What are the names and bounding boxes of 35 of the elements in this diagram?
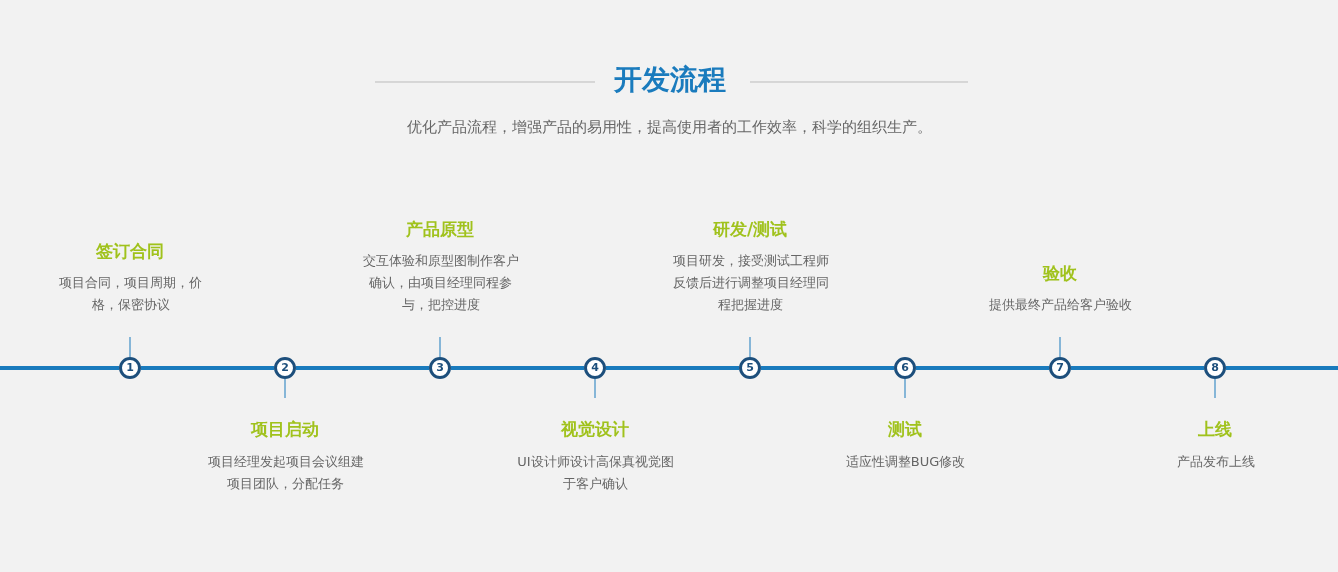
timeline-line [141,366,274,370]
timeline-line [761,366,894,370]
step-description: 交互体验和原型图制作客户确认，由项目经理同程参与，把控进度 [361,252,520,314]
step-description: 适应性调整BUG修改 [844,453,967,471]
step-description: 项目合同，项目周期，价格，保密协议 [58,274,203,314]
timeline-line [916,366,1049,370]
timeline-line [451,366,584,370]
timeline-line [0,366,119,370]
step-number-circle: 4 [584,357,606,379]
step-description: 提供最终产品给客户验收 [988,296,1133,314]
step-title: 上线 [1197,418,1233,441]
step-title: 验收 [1041,262,1078,285]
step-number-circle: 6 [894,357,916,379]
subtitle: 优化产品流程，增强产品的易用性，提高使用者的工作效率，科学的组织生产。 [405,118,933,137]
timeline-line [606,366,739,370]
step-number-circle: 5 [739,357,761,379]
step-number-circle: 3 [429,357,451,379]
step-number-circle: 8 [1204,357,1226,379]
step-title: 视觉设计 [560,418,630,441]
step-title: 研发/测试 [711,218,789,241]
step-title: 产品原型 [405,218,475,241]
timeline-line [1226,366,1338,370]
step-number-circle: 7 [1049,357,1071,379]
step-description: 产品发布上线 [1175,453,1256,471]
title: 开发流程 [613,62,727,98]
step-title: 测试 [887,418,923,441]
step-description: 项目经理发起项目会议组建项目团队，分配任务 [206,453,365,493]
step-number-circle: 2 [274,357,296,379]
step-title: 项目启动 [249,418,320,441]
step-description: UI设计师设计高保真视觉图于客户确认 [516,453,675,493]
timeline-line [296,366,429,370]
timeline-line [1071,366,1204,370]
step-number-circle: 1 [119,357,141,379]
step-description: 项目研发，接受测试工程师反馈后进行调整项目经理同程把握进度 [671,252,830,314]
step-title: 签订合同 [95,240,165,263]
